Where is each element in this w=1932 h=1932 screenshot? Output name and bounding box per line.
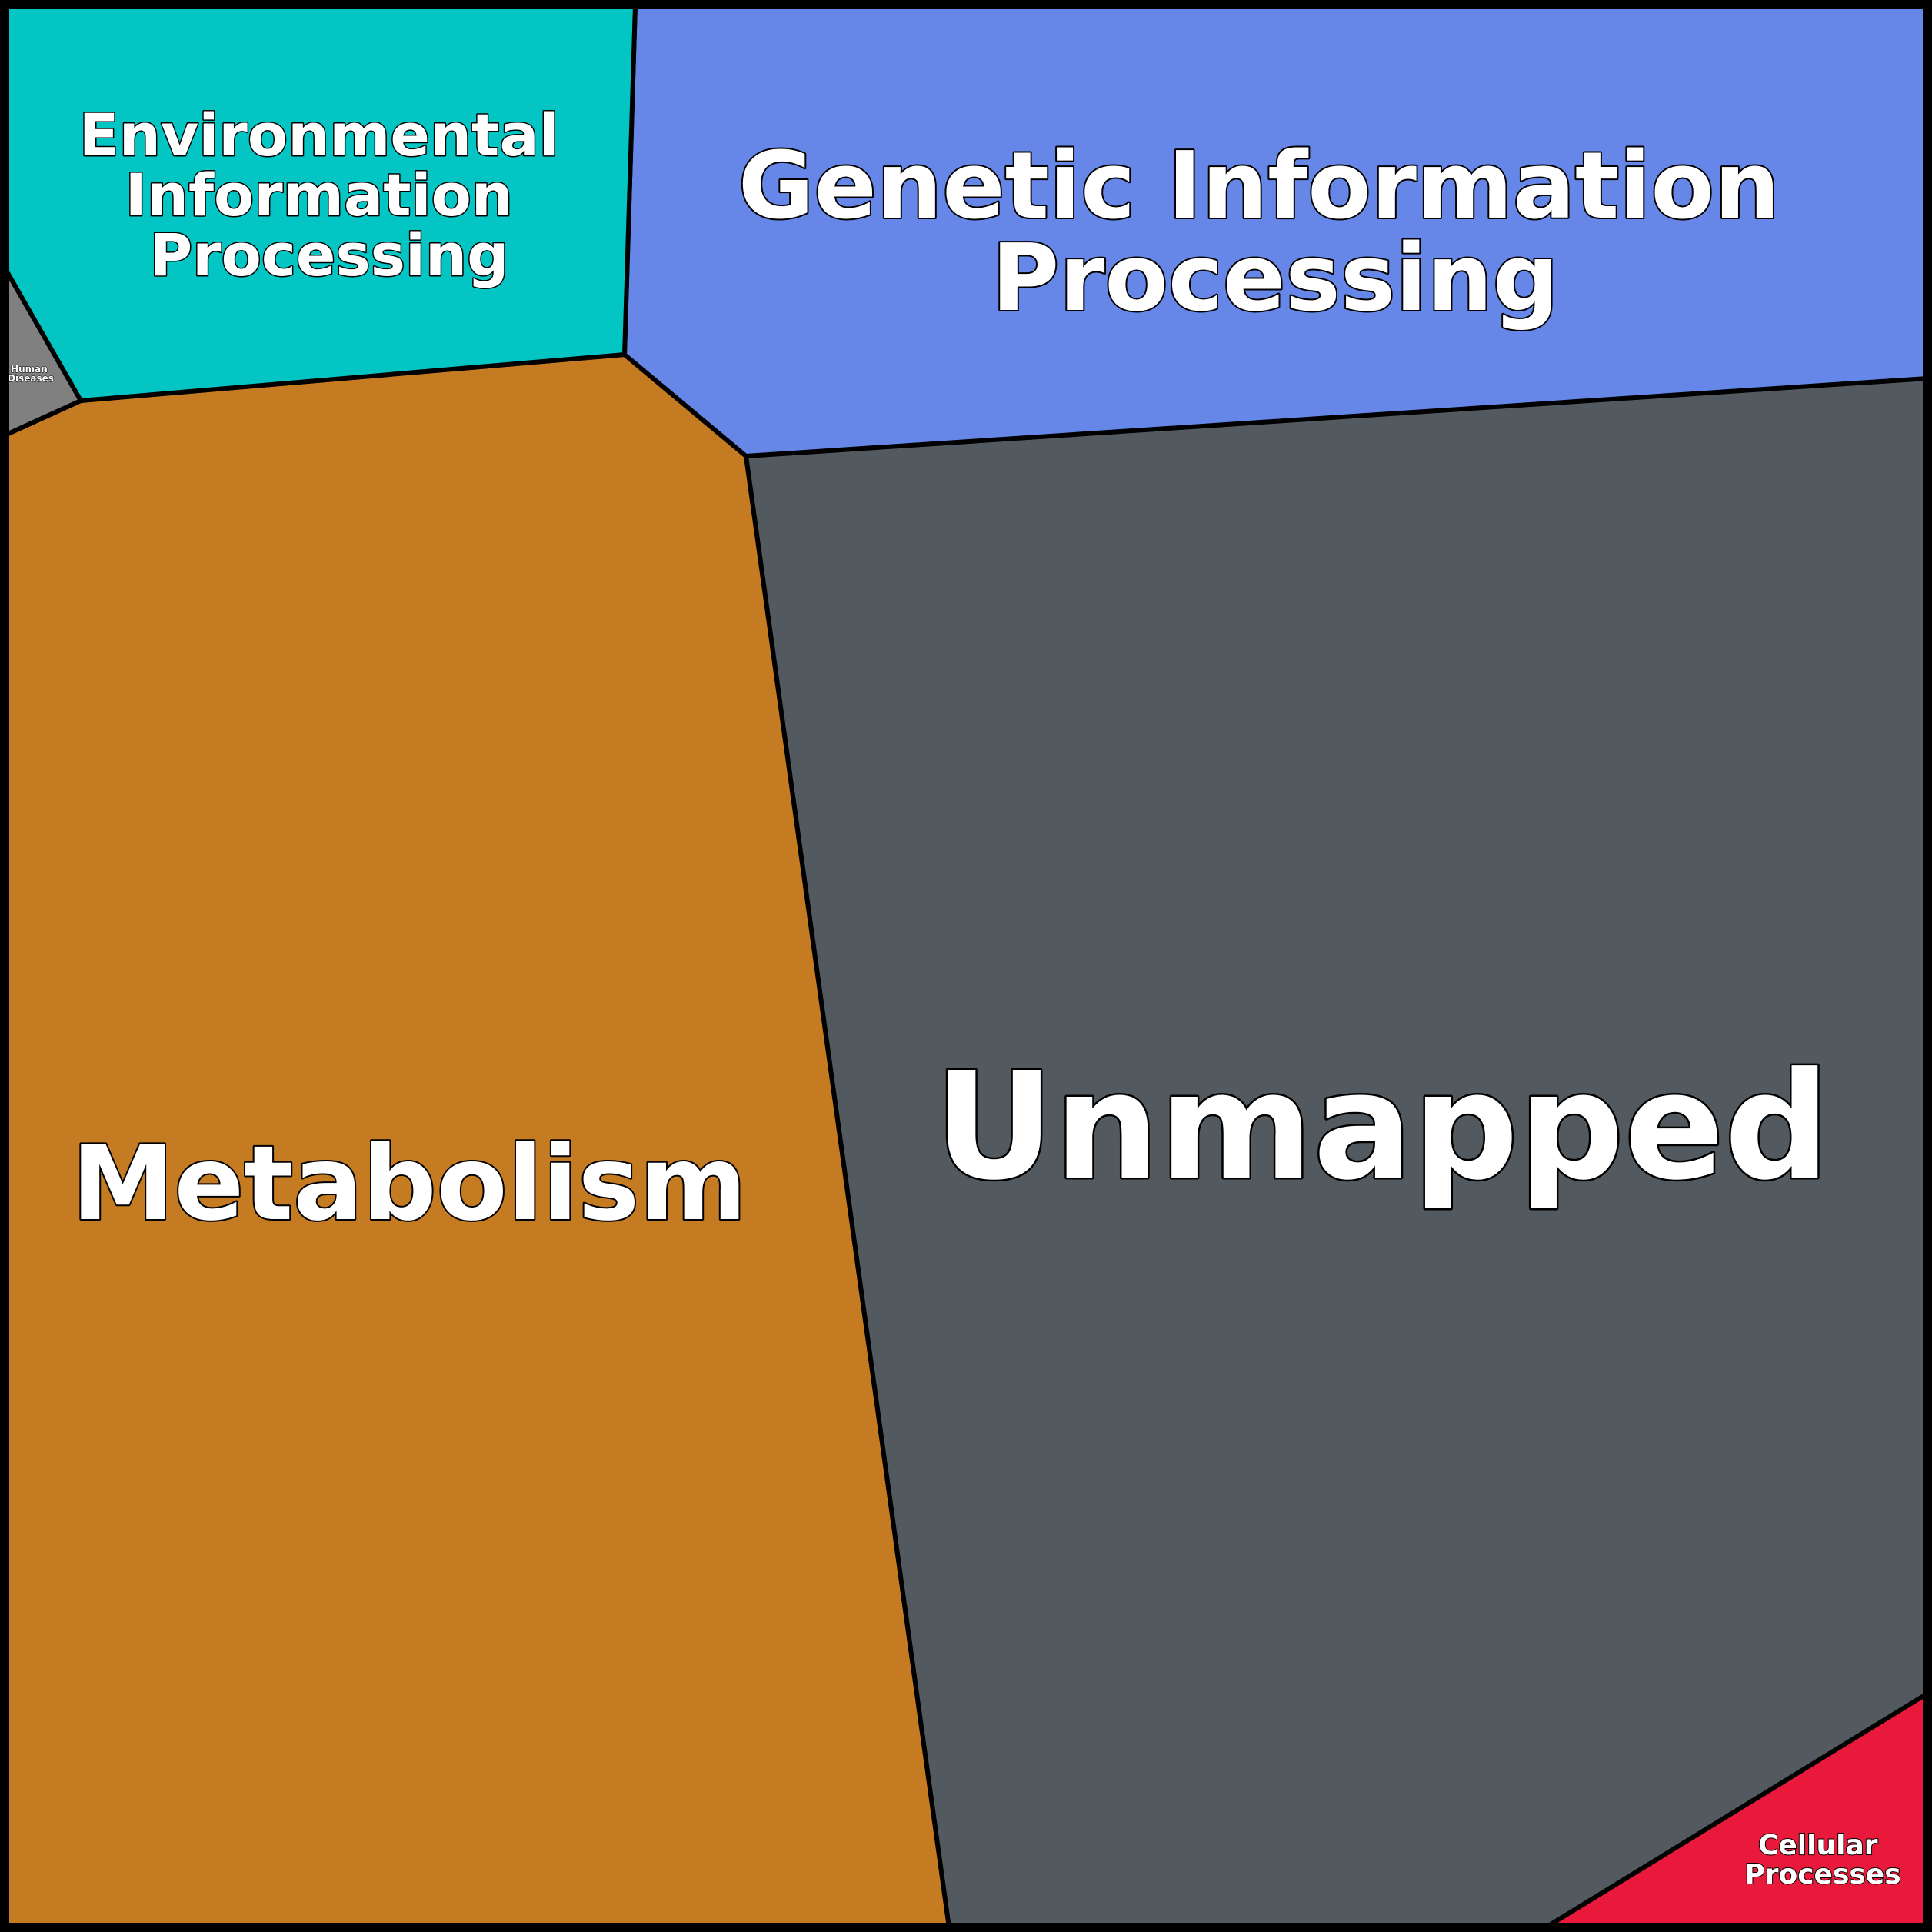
label-line: Metabolism xyxy=(72,1124,747,1244)
metabolism-label: Metabolism xyxy=(72,1124,747,1244)
cellular-processes-label: Cellular Processes xyxy=(1744,1830,1900,1890)
environmental-information-processing-label: Environmental Information Processing xyxy=(79,101,579,289)
label-line: Environmental xyxy=(79,101,559,169)
label-line: Processing xyxy=(149,221,508,289)
label-line: Genetic Information xyxy=(738,133,1780,240)
label-line: Processes xyxy=(1744,1859,1900,1890)
genetic-information-processing-label: Genetic Information Processing xyxy=(738,133,1812,332)
label-line: Information xyxy=(125,161,513,229)
label-line: Processing xyxy=(991,225,1558,332)
human-diseases-label: Human Diseases xyxy=(8,364,54,384)
unmapped-label: Unmapped xyxy=(934,1041,1830,1213)
label-line: Diseases xyxy=(8,373,54,384)
region-labels: Environmental Information Processing Gen… xyxy=(8,100,1902,1892)
label-line: Cellular xyxy=(1758,1830,1878,1861)
label-line: Unmapped xyxy=(934,1041,1830,1213)
label-line: Human xyxy=(11,364,48,375)
